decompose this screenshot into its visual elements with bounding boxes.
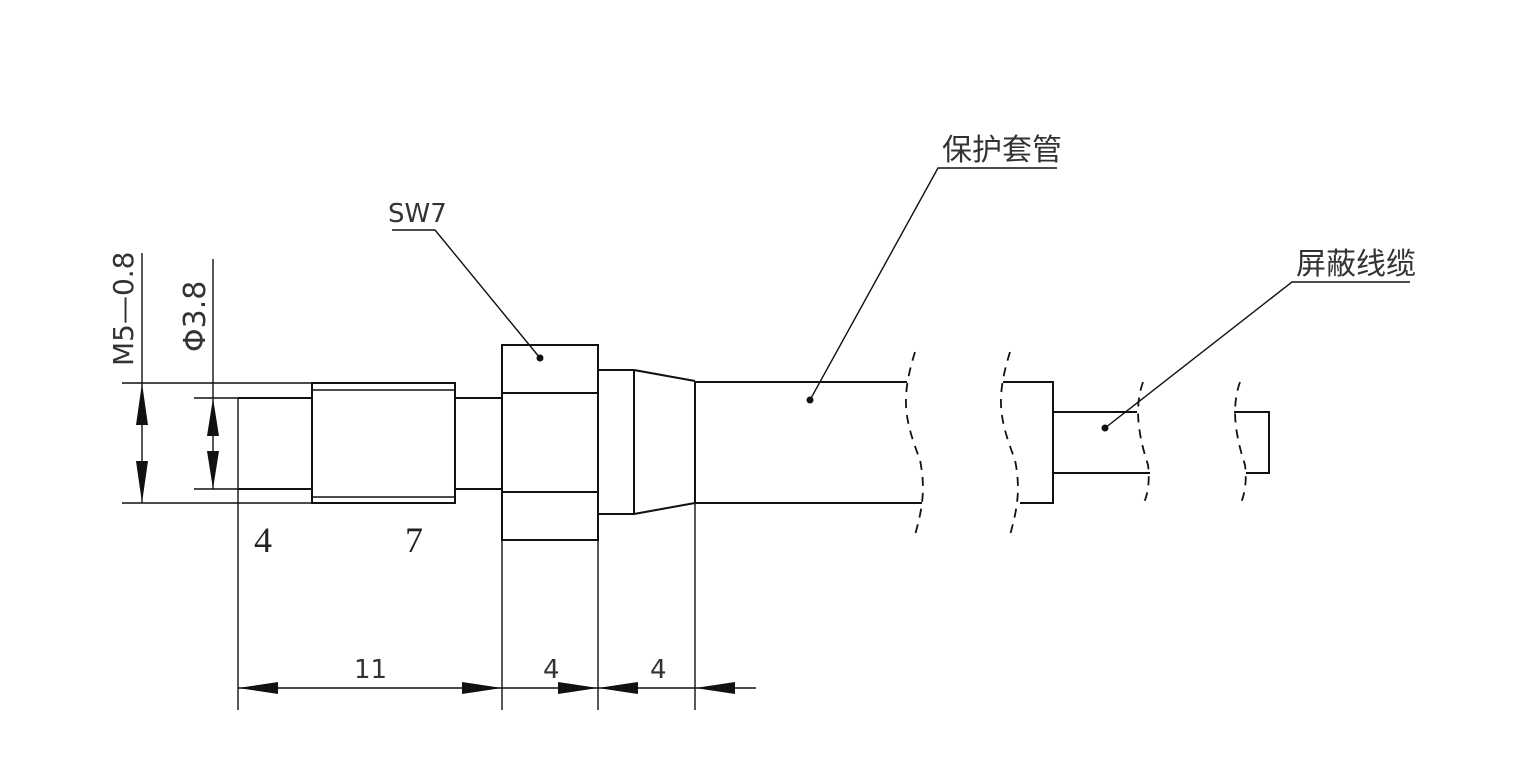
shielded-cable (1053, 381, 1270, 506)
dim-nut-width: 4 (543, 655, 560, 685)
protective-sleeve (695, 351, 1054, 536)
threaded-section (122, 382, 456, 504)
collar (598, 369, 696, 710)
hex-nut (501, 344, 599, 710)
label-shielded-cable: 屏蔽线缆 (1296, 247, 1416, 282)
dim-collar-width: 4 (650, 655, 667, 685)
label-thread-spec: M5—0.8 (107, 251, 140, 366)
dim-tip-length: 4 (254, 520, 272, 560)
label-sw7: SW7 (388, 199, 447, 229)
probe-tip (237, 397, 312, 710)
dim-thread-length: 7 (405, 520, 423, 560)
label-protective-sleeve: 保护套管 (942, 133, 1062, 168)
length-dimensions (238, 682, 756, 694)
diameter-dimensions (136, 253, 219, 503)
dim-total: 11 (354, 655, 387, 685)
label-diameter: Φ3.8 (178, 281, 213, 352)
leader-lines (392, 167, 1410, 432)
